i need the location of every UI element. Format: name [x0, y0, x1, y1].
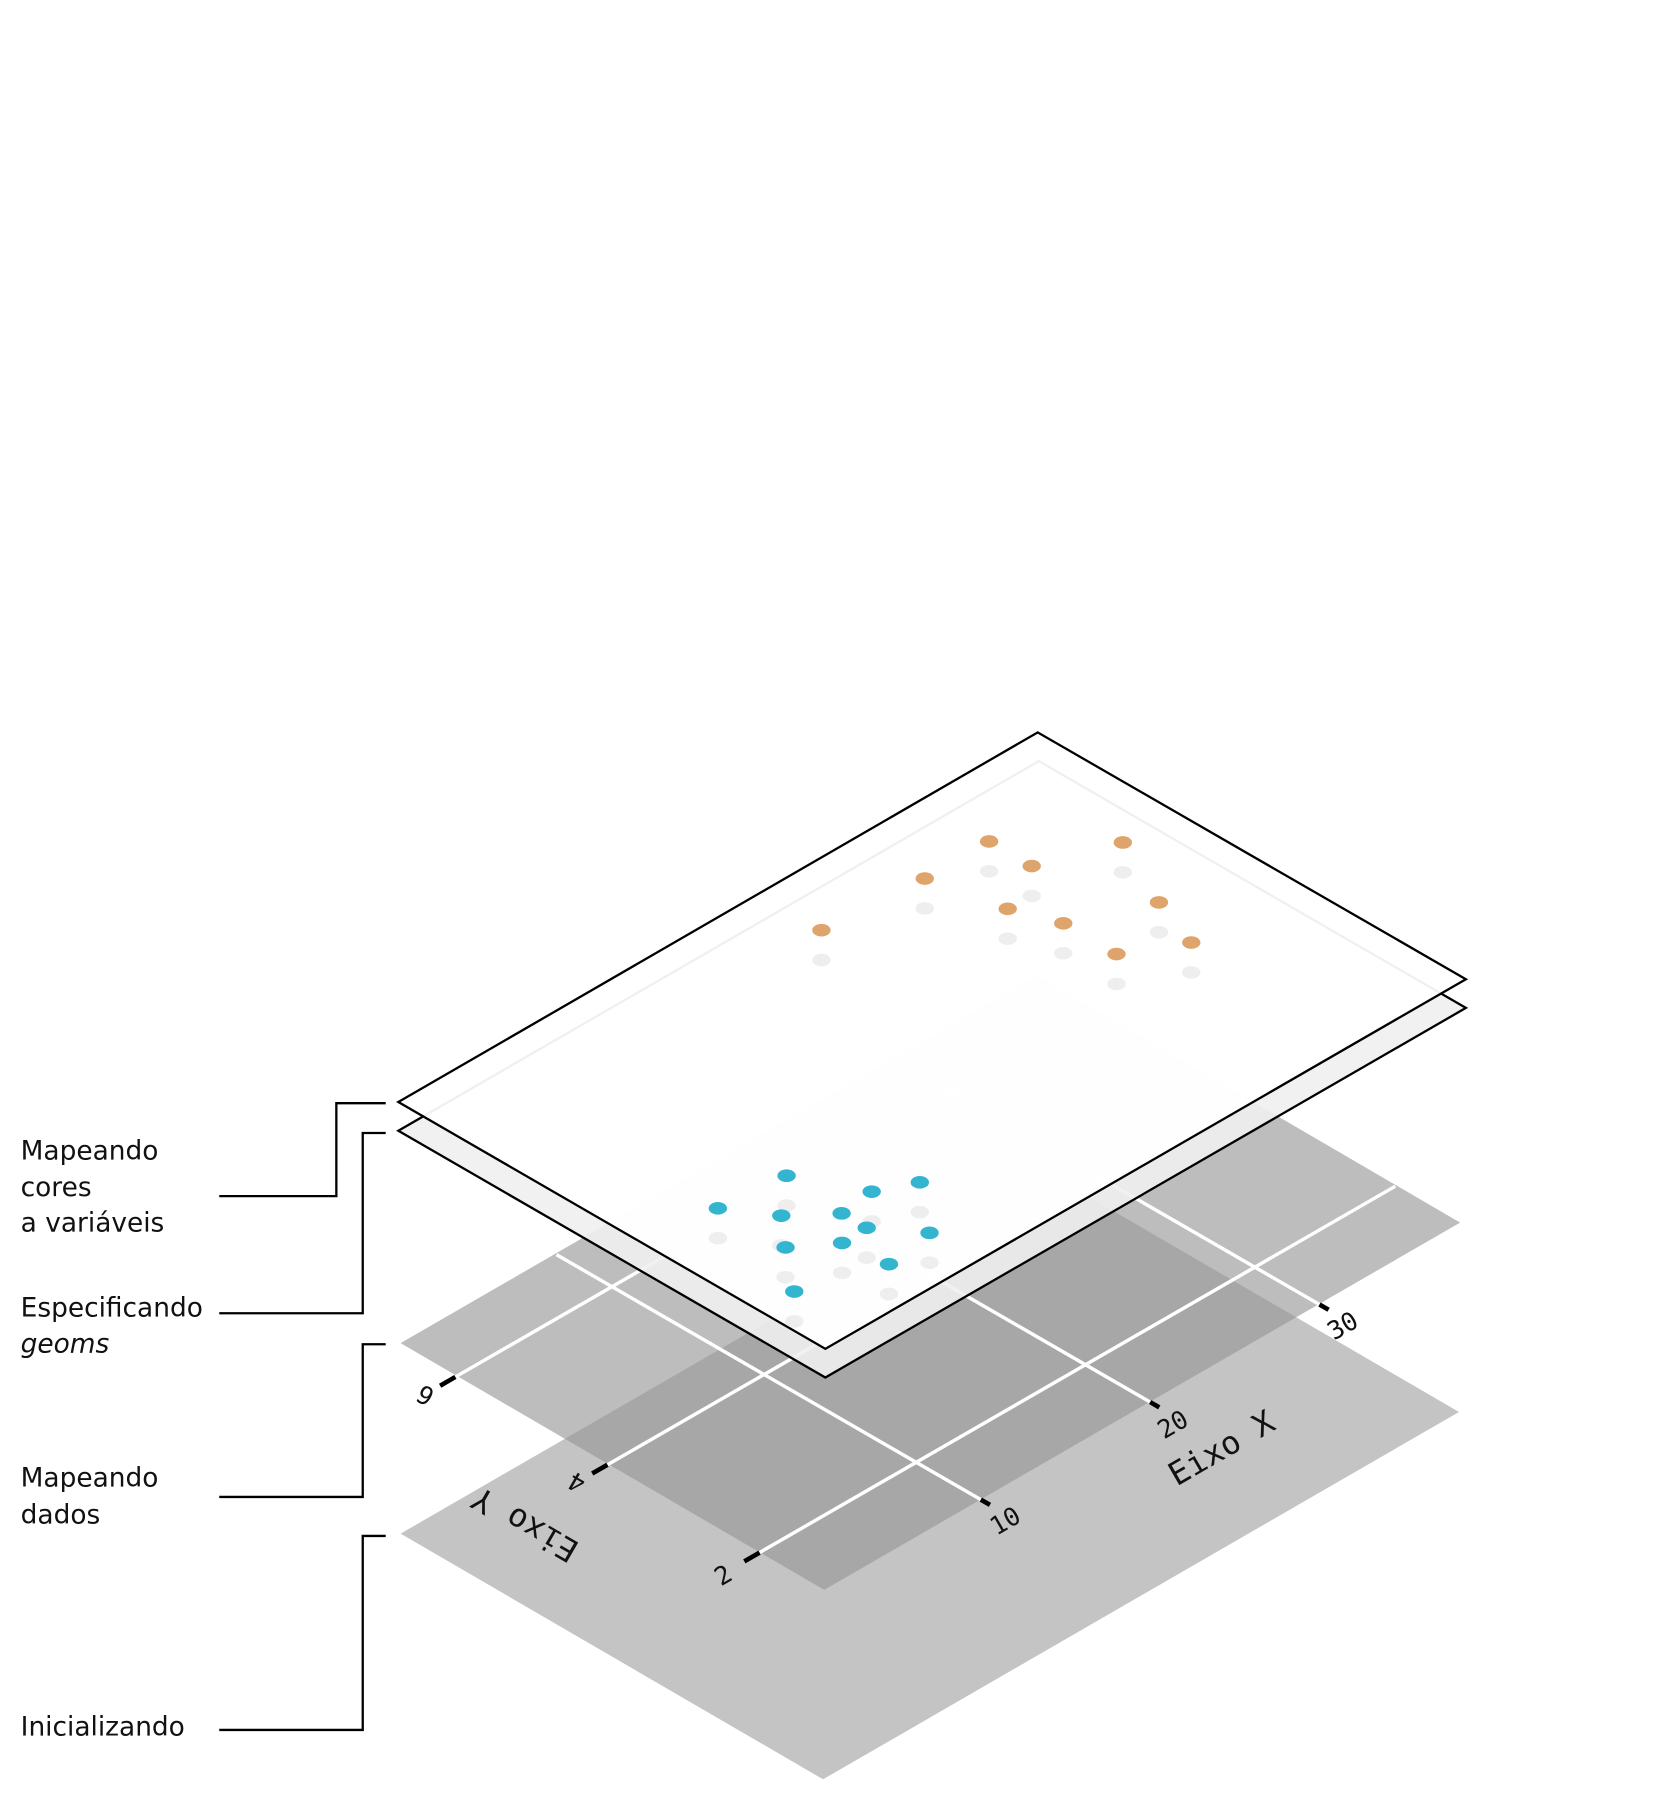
point-blue [785, 1285, 804, 1298]
point-blue [777, 1169, 796, 1183]
point-orange [1113, 836, 1133, 849]
scatter-points [708, 835, 1201, 1328]
point-orange [1054, 917, 1073, 930]
point-orange [1107, 947, 1126, 961]
point-orange [979, 835, 999, 848]
point-blue [910, 1176, 929, 1189]
geom-point-shadow [1107, 977, 1126, 991]
x-grid-line [555, 1253, 982, 1502]
geom-point-shadow [776, 1270, 795, 1284]
label-initializing: Inicializando [21, 1712, 185, 1743]
point-orange [812, 923, 831, 937]
geom-point-shadow [998, 932, 1017, 945]
bracket-init [219, 1534, 386, 1732]
y-tick [438, 1374, 457, 1388]
y-tick [591, 1462, 609, 1476]
label-mapping-colors: Mapeando cores a variáveis [21, 1135, 167, 1238]
point-blue [832, 1236, 852, 1250]
bracket-geoms [219, 1131, 386, 1315]
point-blue [920, 1226, 939, 1240]
point-orange [1022, 859, 1041, 873]
geom-point-shadow [1149, 925, 1169, 939]
bracket-data [219, 1343, 386, 1499]
point-orange [915, 872, 934, 885]
point-blue [862, 1185, 881, 1198]
x-tick [1318, 1302, 1330, 1312]
geom-point-shadow [910, 1205, 929, 1219]
geom-point-shadow [920, 1256, 939, 1270]
point-blue [879, 1257, 899, 1271]
geom-point-shadow [857, 1251, 876, 1265]
point-orange [1149, 896, 1169, 909]
label-specifying-geoms: Especificando geoms [21, 1293, 212, 1360]
point-blue [832, 1207, 851, 1220]
point-blue [708, 1202, 728, 1215]
point-orange [998, 902, 1017, 916]
geom-point-shadow [777, 1199, 796, 1212]
point-blue [776, 1241, 795, 1254]
geom-point-shadow [708, 1231, 728, 1245]
bracket-colors [219, 1102, 386, 1198]
geom-point-shadow [812, 953, 831, 967]
geom-point-shadow [915, 902, 934, 915]
y-tick [743, 1550, 761, 1564]
y-tick-label-6: 6 [412, 1379, 440, 1412]
point-blue [772, 1209, 791, 1222]
axis-ticks [438, 1302, 1330, 1564]
y-grid-line [758, 1184, 1397, 1555]
geom-point-shadow [879, 1287, 899, 1301]
point-orange [1182, 936, 1201, 949]
geom-point-shadow [785, 1315, 804, 1328]
point-blue [857, 1221, 876, 1235]
geom-point-shadow [832, 1266, 852, 1280]
label-mapping-data: Mapeando dados [21, 1463, 167, 1531]
x-tick [979, 1497, 992, 1507]
layer-colors-panel [396, 731, 1469, 1351]
geom-point-shadow [1022, 889, 1041, 903]
geom-point-shadow [1054, 946, 1073, 960]
geom-point-shadow [1182, 966, 1201, 979]
geom-point-shadow [1113, 866, 1133, 879]
x-tick [1148, 1400, 1161, 1410]
geom-point-shadow [979, 864, 999, 878]
